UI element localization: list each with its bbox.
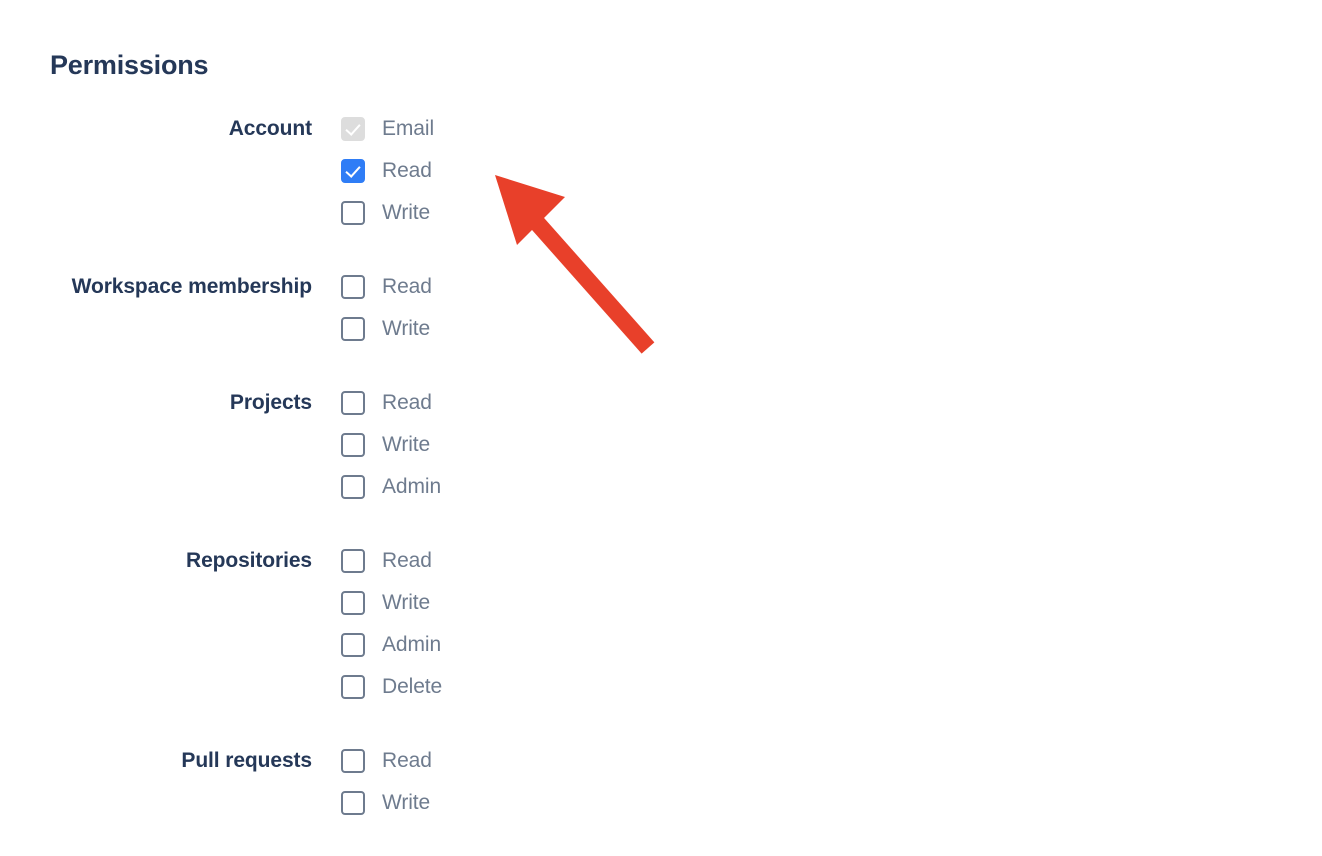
permission-group: WikisRead and write — [570, 224, 1322, 266]
permission-group: RunnersReadWrite — [570, 646, 1322, 730]
permission-option-label: Write — [382, 791, 431, 814]
permission-option-row[interactable]: Admin — [341, 466, 660, 508]
permission-group-label: Runners — [570, 646, 1322, 688]
checkbox-email — [341, 117, 365, 141]
checkbox-admin[interactable] — [341, 475, 365, 499]
page-title: Permissions — [50, 50, 209, 80]
checkbox-write[interactable] — [341, 201, 365, 225]
checkbox-read[interactable] — [341, 749, 365, 773]
permission-option-row[interactable]: Write — [341, 582, 660, 624]
permission-group-label: Pipelines — [570, 488, 1322, 530]
permission-option-label: Read — [382, 749, 432, 772]
permission-group: SnippetsReadWrite — [570, 298, 1322, 382]
permission-group-label: Repositories — [186, 549, 312, 572]
permission-option-row[interactable]: Read — [341, 540, 660, 582]
permission-option-label: Delete — [382, 675, 443, 698]
permission-option-row[interactable]: Write — [341, 192, 660, 234]
permission-option-row[interactable]: Delete — [341, 666, 660, 708]
permission-option-label: Email — [382, 117, 435, 140]
permission-group-label: Projects — [229, 391, 312, 414]
permission-option-row[interactable]: Email — [341, 108, 660, 150]
checkbox-read[interactable] — [341, 159, 365, 183]
permission-option-label: Write — [382, 591, 431, 614]
checkbox-read[interactable] — [341, 391, 365, 415]
permission-option-label: Read — [382, 159, 432, 182]
permission-group: PipelinesReadWriteEdit variables — [570, 488, 1322, 614]
permission-group-label: Pull requests — [181, 749, 312, 772]
permission-option-label: Admin — [382, 633, 442, 656]
permission-option-row[interactable]: Write — [341, 782, 660, 824]
checkbox-write[interactable] — [341, 791, 365, 815]
permission-option-row[interactable]: Read — [341, 266, 660, 308]
permission-option-label: Read — [382, 391, 432, 414]
permission-option-label: Read — [382, 549, 432, 572]
checkbox-write[interactable] — [341, 317, 365, 341]
permission-group-label: Account — [228, 117, 312, 140]
permission-option-row[interactable]: Read — [341, 740, 660, 782]
checkbox-read[interactable] — [341, 275, 365, 299]
permission-group-label: Issues — [570, 108, 1322, 150]
permissions-column-right: IssuesReadWriteWikisRead and writeSnippe… — [570, 108, 1322, 762]
permission-group-label: Wikis — [570, 224, 1322, 266]
permission-group: IssuesReadWrite — [570, 108, 1322, 192]
permission-option-row[interactable]: Read — [341, 150, 660, 192]
checkbox-delete[interactable] — [341, 675, 365, 699]
permission-group-label: Webhooks — [570, 414, 1322, 456]
checkbox-read[interactable] — [341, 549, 365, 573]
permission-option-row[interactable]: Write — [341, 308, 660, 350]
permission-group-label: Workspace membership — [71, 275, 312, 298]
permission-option-row[interactable]: Read — [341, 382, 660, 424]
checkbox-write[interactable] — [341, 433, 365, 457]
permission-option-label: Write — [382, 317, 431, 340]
permission-option-row[interactable]: Admin — [341, 624, 660, 666]
permission-option-label: Admin — [382, 475, 442, 498]
permission-option-row[interactable]: Write — [341, 424, 660, 466]
permission-group: WebhooksRead and write — [570, 414, 1322, 456]
checkbox-write[interactable] — [341, 591, 365, 615]
checkbox-admin[interactable] — [341, 633, 365, 657]
permission-option-label: Write — [382, 433, 431, 456]
permission-option-label: Write — [382, 201, 431, 224]
permission-group-label: Snippets — [570, 298, 1322, 340]
permission-option-label: Read — [382, 275, 432, 298]
